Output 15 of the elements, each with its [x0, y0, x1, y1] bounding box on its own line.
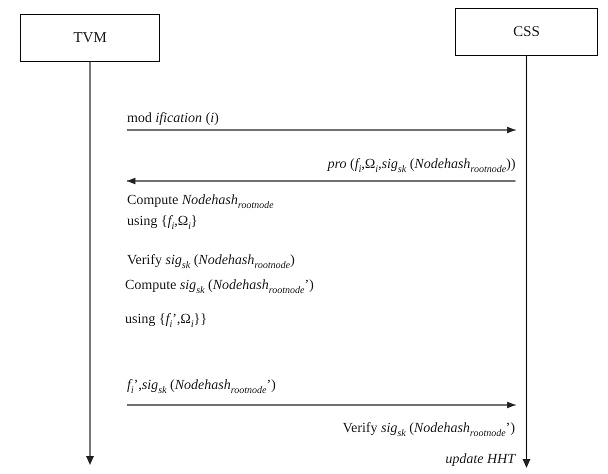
message-arrow — [127, 402, 516, 408]
step-note: Compute sig$_{sk}$ (Nodehash$_{rootnode}$’) — [125, 277, 314, 295]
participant-name: TVM — [73, 30, 107, 46]
participant-name: CSS — [513, 24, 540, 40]
message-label: pro (f$_{i}$,Ω$_{i}$,sig$_{sk}$ (Nodehash$_{rootnode}$)) — [328, 156, 516, 174]
step-note: update HHT — [445, 451, 515, 469]
step-note: using {f$_{i}$,Ω$_{i}$} — [127, 213, 198, 231]
step-note: using {f$_{i}$’,Ω$_{i}$}} — [125, 311, 208, 329]
step-note: Verify sig$_{sk}$ (Nodehash$_{rootnode}$) — [127, 252, 295, 270]
message-arrow — [127, 126, 516, 134]
step-note: Compute Nodehash$_{rootnode}$ — [127, 192, 274, 210]
step-note: Verify sig$_{sk}$ (Nodehash$_{rootnode}$’) — [342, 420, 515, 438]
message-arrow — [127, 178, 516, 184]
message-label: f$_{i}$’,sig$_{sk}$ (Nodehash$_{rootnode}$’) — [127, 377, 276, 395]
message-label: mod ification (i) — [127, 110, 219, 128]
